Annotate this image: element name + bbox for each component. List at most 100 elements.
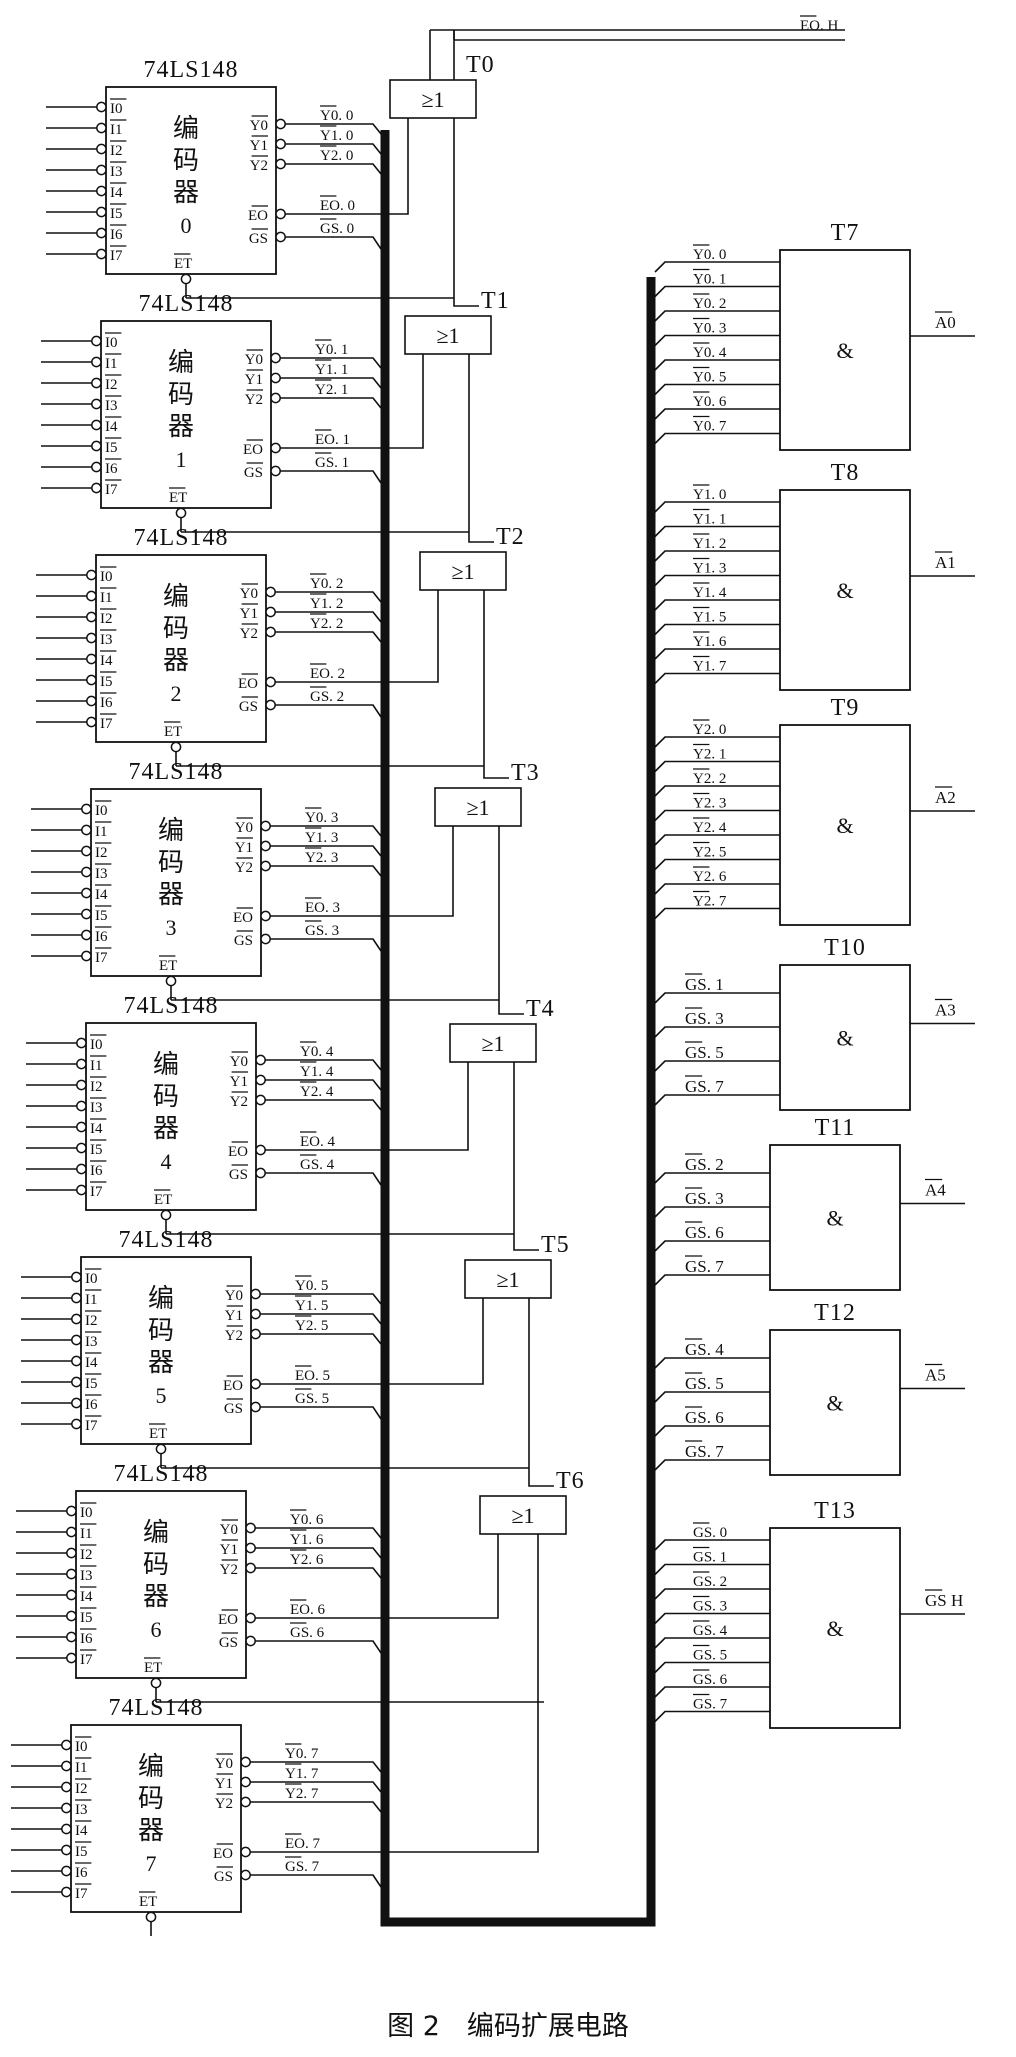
and-gate-T13: &T13 bbox=[769, 1498, 901, 1729]
and-gate-name: T12 bbox=[814, 1300, 856, 1326]
enable-pin-label: ET bbox=[164, 724, 182, 740]
and-input-label: Y2. 7 bbox=[693, 894, 727, 910]
output-pin-label: Y2 bbox=[225, 1328, 243, 1344]
input-bubble bbox=[76, 1142, 87, 1154]
output-pin-label: EO bbox=[243, 442, 263, 458]
output-pin-label: Y0 bbox=[225, 1288, 243, 1304]
and-input-wire bbox=[654, 672, 780, 685]
output-bubble bbox=[275, 231, 286, 243]
output-pin-label: Y0 bbox=[240, 586, 258, 602]
output-pin-label: Y1 bbox=[215, 1776, 233, 1792]
and-input-label: Y0. 7 bbox=[693, 419, 727, 435]
and-input-wire bbox=[654, 1425, 770, 1437]
input-pin-label: I3 bbox=[80, 1568, 93, 1584]
gs-output-wire bbox=[270, 938, 382, 952]
signal-label: Y1. 1 bbox=[315, 362, 348, 378]
and-gate-box bbox=[769, 1144, 901, 1291]
input-bubble bbox=[81, 866, 92, 878]
output-bubble bbox=[255, 1054, 266, 1066]
and-input-wire bbox=[654, 1563, 770, 1576]
signal-label: Y1. 3 bbox=[305, 830, 338, 846]
output-pin-label: Y2 bbox=[250, 158, 268, 174]
encoder-box bbox=[85, 1022, 257, 1211]
input-bubble bbox=[81, 803, 92, 815]
signal-label: Y2. 6 bbox=[290, 1552, 324, 1568]
gs-signal-label: GS. 2 bbox=[310, 689, 344, 705]
output-bubble bbox=[265, 606, 276, 618]
eo-to-or-wire bbox=[285, 118, 409, 215]
signal-label: Y1. 7 bbox=[285, 1766, 319, 1782]
input-bubble bbox=[96, 101, 107, 113]
signal-label: Y2. 7 bbox=[285, 1786, 319, 1802]
encoder-output-wire bbox=[285, 143, 382, 155]
input-pin-label: I6 bbox=[110, 227, 123, 243]
and-input-wire bbox=[654, 1172, 770, 1184]
or-gate-T5: ≥1T5 bbox=[464, 1232, 569, 1299]
and-input-wire bbox=[654, 1612, 770, 1625]
signal-label: Y1. 0 bbox=[320, 128, 353, 144]
input-bubble bbox=[66, 1610, 77, 1622]
and-input-label: Y2. 3 bbox=[693, 796, 726, 812]
encoder-output-wire bbox=[275, 591, 382, 603]
and-input-label: GS. 5 bbox=[685, 1043, 724, 1062]
or-gate-symbol: ≥1 bbox=[451, 559, 474, 584]
output-pin-label: GS bbox=[244, 465, 263, 481]
encoder-name-char: 码 bbox=[138, 1784, 164, 1814]
and-input-wire bbox=[654, 1710, 770, 1723]
encoder-box bbox=[75, 1490, 247, 1679]
or-chain-wire bbox=[498, 826, 524, 1015]
eo-to-or-wire bbox=[270, 826, 454, 917]
output-bubble bbox=[240, 1796, 251, 1808]
input-pin-label: I0 bbox=[100, 569, 113, 585]
output-pin-label: Y2 bbox=[215, 1796, 233, 1812]
encoder-name-char: 编 bbox=[143, 1518, 169, 1548]
input-bubble bbox=[91, 461, 102, 473]
signal-label: Y0. 0 bbox=[320, 108, 353, 124]
input-bubble bbox=[76, 1079, 87, 1091]
encoder-output-wire bbox=[250, 1761, 382, 1773]
output-pin-label: Y0 bbox=[220, 1522, 238, 1538]
enable-bubble bbox=[155, 1443, 167, 1455]
enable-pin-label: ET bbox=[144, 1660, 162, 1676]
input-pin-label: I1 bbox=[105, 356, 118, 372]
and-input-wire bbox=[654, 501, 780, 513]
input-pin-label: I2 bbox=[95, 845, 108, 861]
and-gate-T9: &T9 bbox=[779, 695, 911, 926]
and-input-wire bbox=[654, 883, 780, 895]
input-pin-label: I7 bbox=[75, 1886, 88, 1902]
and-input-label: GS. 1 bbox=[693, 1550, 727, 1566]
input-bubble bbox=[96, 248, 107, 260]
encoder-output-wire bbox=[260, 1293, 382, 1305]
input-bubble bbox=[66, 1589, 77, 1601]
enable-pin-label: ET bbox=[154, 1192, 172, 1208]
encoder-name-char: 码 bbox=[158, 848, 184, 878]
encoder-box bbox=[105, 86, 277, 275]
and-gate-name: T7 bbox=[831, 220, 860, 246]
input-pin-label: I4 bbox=[75, 1823, 88, 1839]
input-pin-label: I3 bbox=[85, 1334, 98, 1350]
and-gate-symbol: & bbox=[826, 1391, 843, 1416]
enable-pin-label: ET bbox=[159, 958, 177, 974]
output-bubble bbox=[245, 1635, 256, 1647]
input-bubble bbox=[71, 1355, 82, 1367]
encoder-output-wire bbox=[265, 1059, 382, 1071]
gs-signal-label: GS. 7 bbox=[285, 1859, 320, 1875]
output-bubble bbox=[270, 392, 281, 404]
input-bubble bbox=[71, 1397, 82, 1409]
and-input-label: GS. 7 bbox=[685, 1077, 724, 1096]
input-pin-label: I0 bbox=[80, 1505, 93, 1521]
input-pin-label: I0 bbox=[110, 101, 123, 117]
encoder-output-wire bbox=[280, 397, 382, 409]
and-input-label: GS. 6 bbox=[685, 1223, 724, 1242]
input-bubble bbox=[76, 1058, 87, 1070]
enable-pin-label: ET bbox=[149, 1426, 167, 1442]
and-input-label: GS. 4 bbox=[685, 1340, 724, 1359]
input-pin-label: I2 bbox=[105, 377, 118, 393]
input-bubble bbox=[66, 1526, 77, 1538]
output-pin-label: EO bbox=[228, 1144, 248, 1160]
encoder-output-wire bbox=[260, 1313, 382, 1325]
or-chain-wire bbox=[483, 590, 509, 779]
and-gate-box bbox=[779, 724, 911, 926]
